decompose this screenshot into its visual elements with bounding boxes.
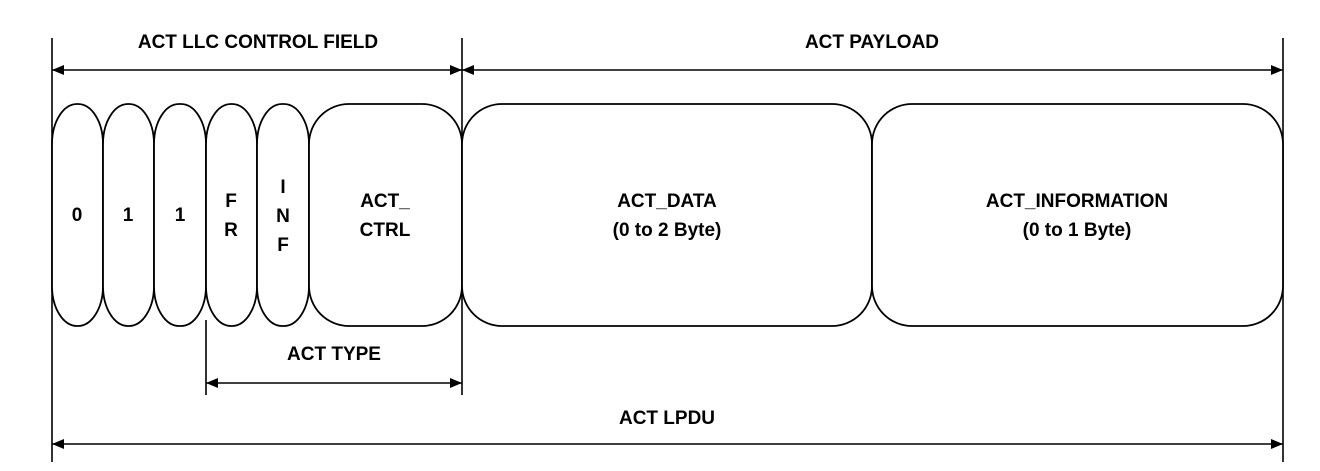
inf-label-line2: N [276, 206, 290, 227]
bit0-label: 0 [72, 205, 83, 226]
lpdu-label: ACT LPDU [619, 408, 715, 429]
inf-label-line3: F [277, 235, 289, 256]
act-data-label-line2: (0 to 2 Byte) [613, 220, 722, 241]
act-data-field [461, 103, 873, 327]
fr-label-line2: R [224, 220, 238, 241]
fr-field [205, 103, 258, 327]
act-ctrl-label-line1: ACT_ [360, 191, 410, 212]
dimension-arrows [52, 65, 1283, 449]
act-information-field [871, 103, 1284, 327]
act-information-label-line2: (0 to 1 Byte) [1023, 220, 1132, 241]
act-ctrl-label-line2: CTRL [360, 220, 411, 241]
act-information-label-line1: ACT_INFORMATION [986, 191, 1168, 212]
bit1-label: 1 [123, 205, 134, 226]
act-ctrl-field [308, 103, 463, 327]
llc-control-field-label: ACT LLC CONTROL FIELD [138, 32, 378, 53]
field-boxes [51, 103, 1284, 327]
bit2-label: 1 [175, 205, 186, 226]
inf-label-line1: I [280, 177, 285, 198]
act-data-label-line1: ACT_DATA [617, 191, 717, 212]
fr-label-line1: F [225, 191, 237, 212]
type-label: ACT TYPE [287, 344, 381, 365]
payload-label: ACT PAYLOAD [805, 32, 939, 53]
